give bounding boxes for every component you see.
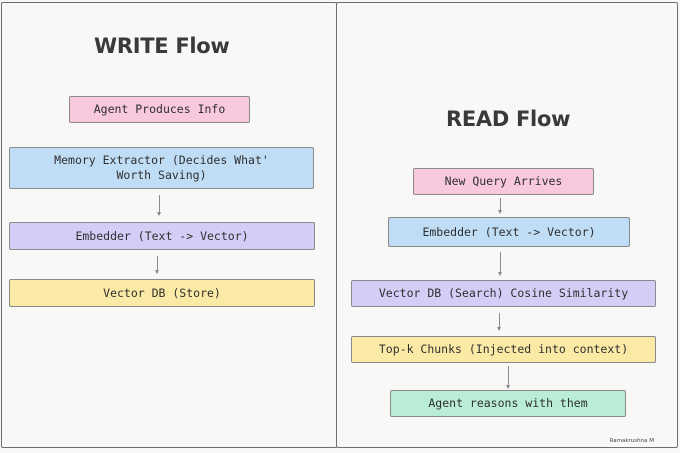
- write-step-agent-produces-info: Agent Produces Info: [69, 96, 250, 123]
- write-arrow-2: [155, 256, 159, 274]
- write-arrow-1: [157, 195, 161, 216]
- read-step-vector-db-search: Vector DB (Search) Cosine Similarity: [351, 280, 656, 307]
- read-arrow-1: [498, 198, 502, 214]
- write-step-memory-extractor: Memory Extractor (Decides What' Worth Sa…: [9, 147, 314, 189]
- read-arrow-4: [506, 366, 510, 389]
- read-step-embedder: Embedder (Text -> Vector): [388, 217, 630, 247]
- read-step-new-query: New Query Arrives: [413, 168, 594, 195]
- read-step-agent-reasons: Agent reasons with them: [390, 390, 626, 417]
- read-flow-title: READ Flow: [446, 107, 571, 131]
- write-flow-title: WRITE Flow: [94, 34, 230, 58]
- author-credit: Ramakrushna M: [609, 438, 654, 444]
- read-step-top-k-chunks: Top-k Chunks (Injected into context): [351, 336, 656, 363]
- write-step-vector-db-store: Vector DB (Store): [9, 279, 315, 307]
- read-arrow-2: [498, 252, 502, 276]
- write-step-embedder: Embedder (Text -> Vector): [9, 222, 315, 250]
- read-arrow-3: [497, 313, 501, 331]
